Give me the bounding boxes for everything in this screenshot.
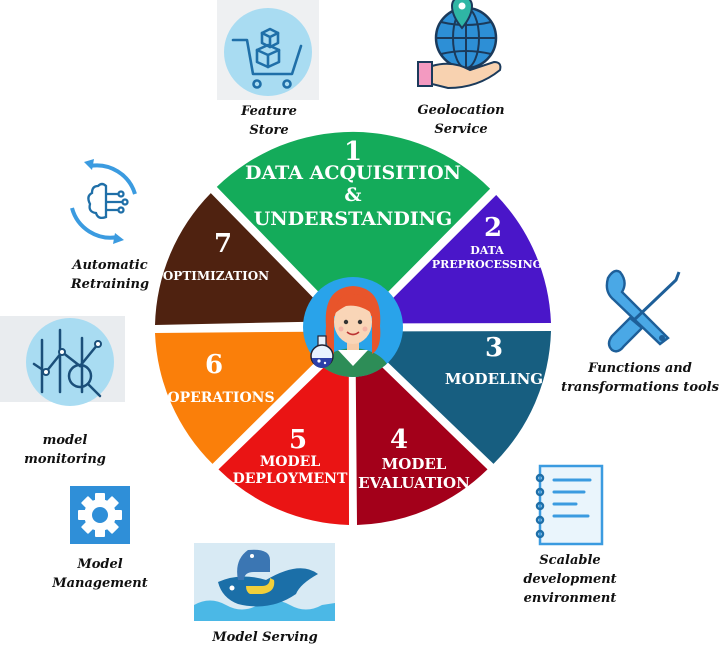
label-monitoring: model monitoring [15, 431, 115, 469]
segment-data-acquisition[interactable] [216, 131, 491, 298]
label-serving-line1: Model Serving [212, 630, 318, 645]
chart-magnifier-icon [0, 316, 125, 406]
segment-7-label: OPTIMIZATION [163, 269, 269, 283]
segment-1-number: 1 [344, 137, 362, 167]
label-retraining: Automatic Retraining [60, 256, 160, 294]
segment-3-label: MODELING [445, 370, 543, 388]
notebook-icon [535, 464, 604, 546]
label-monitoring-line1: model [42, 433, 88, 448]
segment-modeling[interactable] [382, 331, 551, 464]
label-scalable-line3: environment [523, 591, 617, 606]
segment-1-label-line3: UNDERSTANDING [254, 208, 453, 230]
shopping-cart-cubes-icon [217, 0, 319, 100]
segment-7-number: 7 [214, 229, 232, 259]
segment-model-evaluation[interactable] [355, 363, 488, 525]
label-retraining-line2: Retraining [70, 277, 150, 292]
segment-5-label-line1: MODEL [260, 454, 321, 470]
segment-optimization[interactable] [155, 193, 317, 325]
segment-data-preprocessing[interactable] [387, 195, 552, 324]
segment-model-deployment[interactable] [218, 364, 350, 525]
label-monitoring-line2: monitoring [24, 452, 106, 467]
segment-2-number: 2 [484, 213, 502, 243]
label-serving: Model Serving [195, 628, 335, 647]
wrench-screwdriver-icon [605, 269, 681, 353]
label-geolocation-line1: Geolocation [417, 103, 505, 118]
python-whale-icon [194, 543, 335, 621]
segment-6-number: 6 [205, 350, 223, 380]
label-scalable: Scalable development environment [515, 551, 625, 608]
segment-operations[interactable] [155, 331, 321, 464]
label-geolocation: Geolocation Service [406, 101, 516, 139]
label-feature-store: Feature Store [229, 102, 309, 140]
segment-6-label: OPERATIONS [167, 390, 274, 406]
label-functions-line2: transformations tools [561, 380, 719, 395]
label-management-line1: Model [77, 557, 123, 572]
label-geolocation-line2: Service [434, 122, 488, 137]
brain-cycle-icon [70, 159, 137, 244]
flask-icon [310, 335, 334, 368]
segment-5-label-line2: DEPLOYMENT [233, 471, 348, 487]
label-functions: Functions and transformations tools [560, 359, 720, 397]
segment-1-label-line2: & [344, 184, 361, 206]
label-feature-store-line2: Store [249, 123, 289, 138]
segment-1-label-line1: DATA ACQUISITION [245, 162, 461, 184]
globe-hand-icon [417, 0, 502, 90]
label-functions-line1: Functions and [588, 361, 692, 376]
label-scalable-line2: development [523, 572, 617, 587]
label-feature-store-line1: Feature [241, 104, 297, 119]
segment-3-number: 3 [485, 333, 503, 363]
segment-4-label-line1: MODEL [382, 455, 447, 473]
label-management: Model Management [45, 555, 155, 593]
label-retraining-line1: Automatic [72, 258, 148, 273]
segment-4-number: 4 [390, 425, 408, 455]
segment-2-label-line2: PREPROCESSING [432, 258, 542, 271]
segment-4-label-line2: EVALUATION [358, 474, 470, 492]
label-scalable-line1: Scalable [539, 553, 601, 568]
gear-icon [70, 486, 130, 544]
scientist-avatar-icon [303, 277, 403, 377]
segment-5-number: 5 [289, 425, 307, 455]
label-management-line2: Management [52, 576, 148, 591]
segment-2-label-line1: DATA [470, 244, 504, 257]
